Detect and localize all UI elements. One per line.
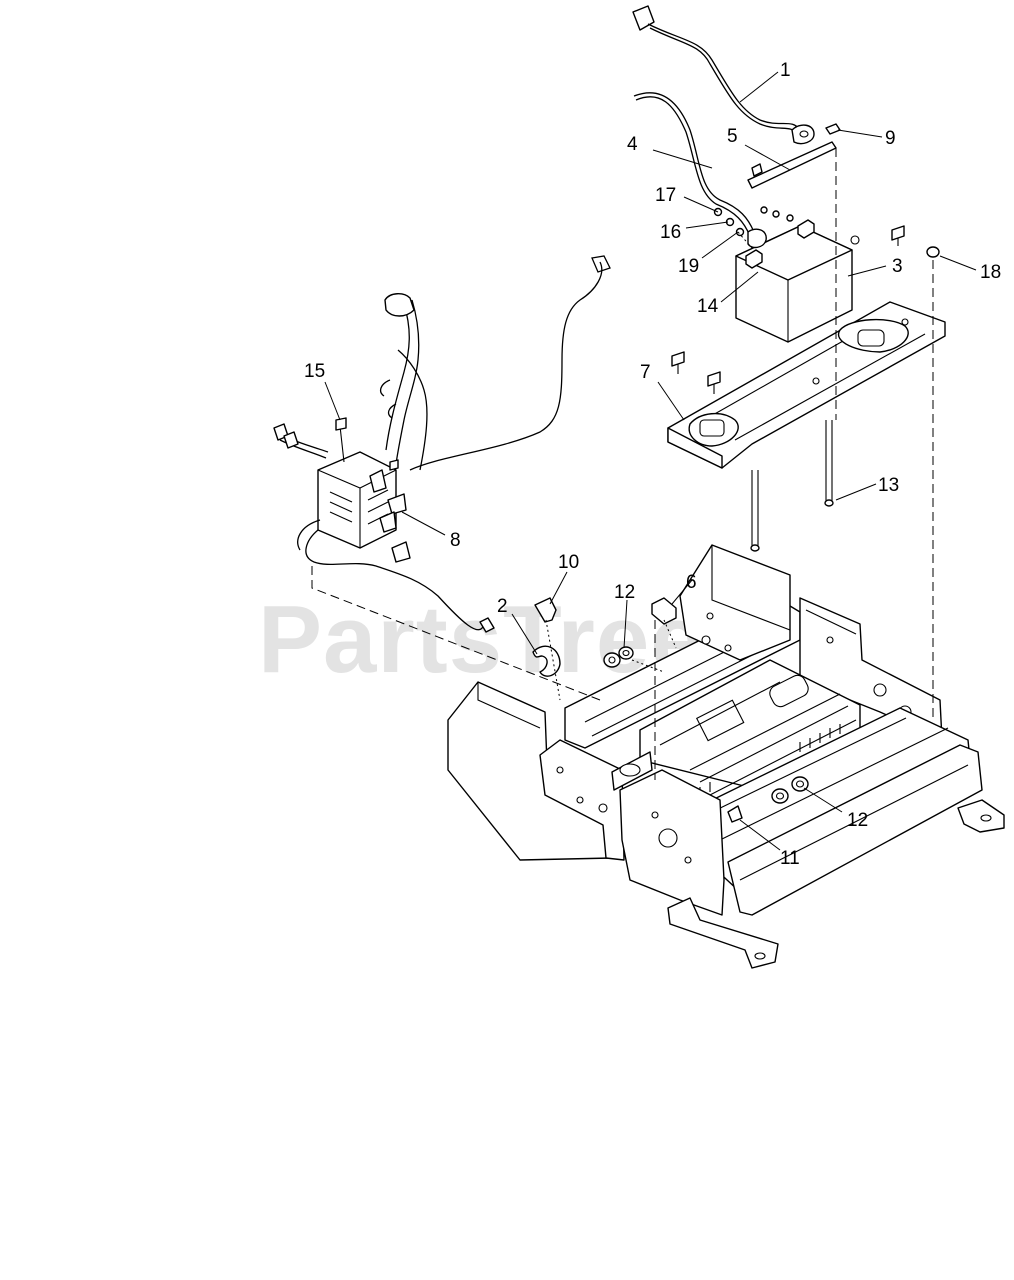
callout-8: 8: [450, 530, 461, 551]
callout-19: 19: [678, 256, 699, 277]
callout-17: 17: [655, 185, 676, 206]
part-13-rods: [750, 420, 834, 552]
callout-13: 13: [878, 475, 899, 496]
callout-18: 18: [980, 262, 1001, 283]
callout-2: 2: [497, 596, 508, 617]
callout-11: 11: [780, 848, 800, 869]
part-9-nut: [825, 123, 841, 135]
part-8-wire-harness: [273, 255, 611, 633]
part-2-grommet: [532, 645, 561, 677]
callout-10: 10: [558, 552, 579, 573]
callout-15: 15: [304, 361, 325, 382]
callout-14: 14: [697, 296, 719, 317]
callout-1: 1: [780, 60, 791, 81]
part-10-clamp: [534, 597, 557, 623]
part-12-grommets: [603, 646, 634, 668]
callout-12-lower: 12: [847, 810, 868, 831]
part-3-battery: [735, 219, 860, 343]
leader-lines: [324, 71, 977, 851]
callout-12: 12: [614, 582, 635, 603]
callout-4: 4: [627, 134, 638, 155]
callout-6: 6: [686, 572, 697, 593]
callout-9: 9: [885, 128, 896, 149]
part-1-cable: [632, 5, 815, 145]
callouts: 1 2 3 4 5 6 7 8 9 10 11 12 12 13 14 15 1…: [304, 60, 1001, 869]
callout-16: 16: [660, 222, 681, 243]
alignment-lines: [311, 148, 934, 780]
battery-hardware: [713, 206, 794, 237]
callout-7: 7: [640, 362, 651, 383]
part-6-connector: [651, 597, 677, 625]
part-18-nut: [926, 246, 940, 258]
frame-assembly: [447, 544, 1005, 969]
callout-3: 3: [892, 256, 903, 277]
part-7-battery-tray: [667, 301, 946, 469]
part-4-cable: [633, 92, 767, 249]
callout-5: 5: [727, 126, 738, 147]
part-5-holddown: [747, 141, 837, 189]
tray-screws: [671, 225, 905, 394]
